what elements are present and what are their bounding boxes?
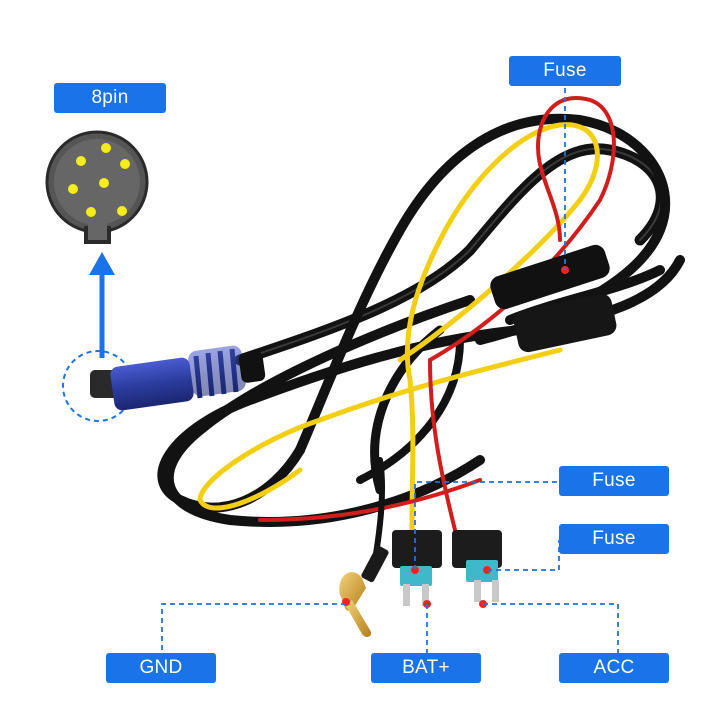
leader-lines [161,88,619,653]
label-fuse-mid: Fuse [559,466,669,496]
label-8pin: 8pin [54,83,166,113]
spade-terminal-icon [339,545,389,637]
arrow-up-icon [89,252,115,358]
label-bat-plus: BAT+ [371,653,481,683]
inline-fuse-holder [490,244,617,353]
8pin-connector-face-icon [45,130,149,244]
label-fuse-low: Fuse [559,524,669,554]
label-acc: ACC [559,653,669,683]
fuse-icon [452,530,502,608]
label-gnd: GND [106,653,216,683]
blue-8pin-plug [90,345,266,411]
label-fuse-top: Fuse [509,56,621,86]
fuse-icon [392,530,442,608]
